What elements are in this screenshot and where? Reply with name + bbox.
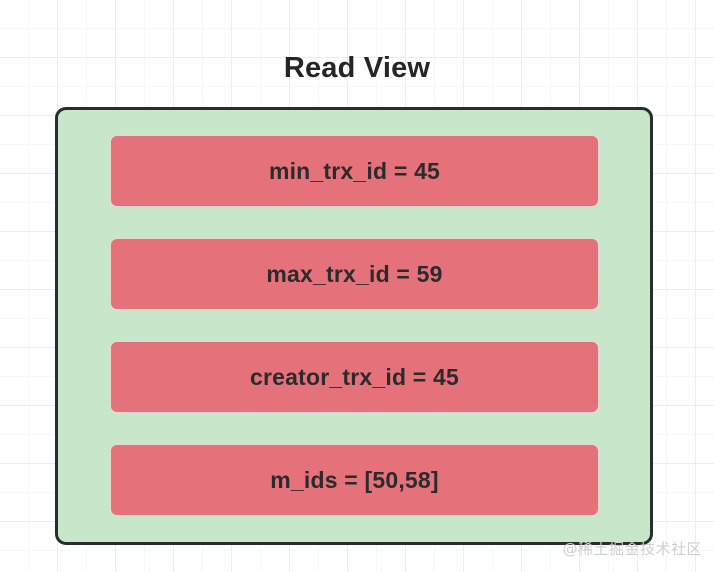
read-view-container: min_trx_id = 45 max_trx_id = 59 creator_… — [55, 107, 653, 545]
field-max-trx-id: max_trx_id = 59 — [110, 238, 599, 310]
field-creator-trx-id: creator_trx_id = 45 — [110, 341, 599, 413]
field-label: creator_trx_id = 45 — [249, 363, 459, 390]
field-label: m_ids = [50,58] — [270, 466, 439, 493]
field-m-ids: m_ids = [50,58] — [110, 444, 599, 516]
field-label: min_trx_id = 45 — [268, 157, 441, 184]
watermark: @稀土掘金技术社区 — [562, 540, 702, 558]
field-label: max_trx_id = 59 — [266, 260, 443, 287]
field-min-trx-id: min_trx_id = 45 — [110, 135, 599, 207]
page-title: Read View — [283, 52, 431, 84]
read-view-field-list: min_trx_id = 45 max_trx_id = 59 creator_… — [110, 135, 599, 516]
